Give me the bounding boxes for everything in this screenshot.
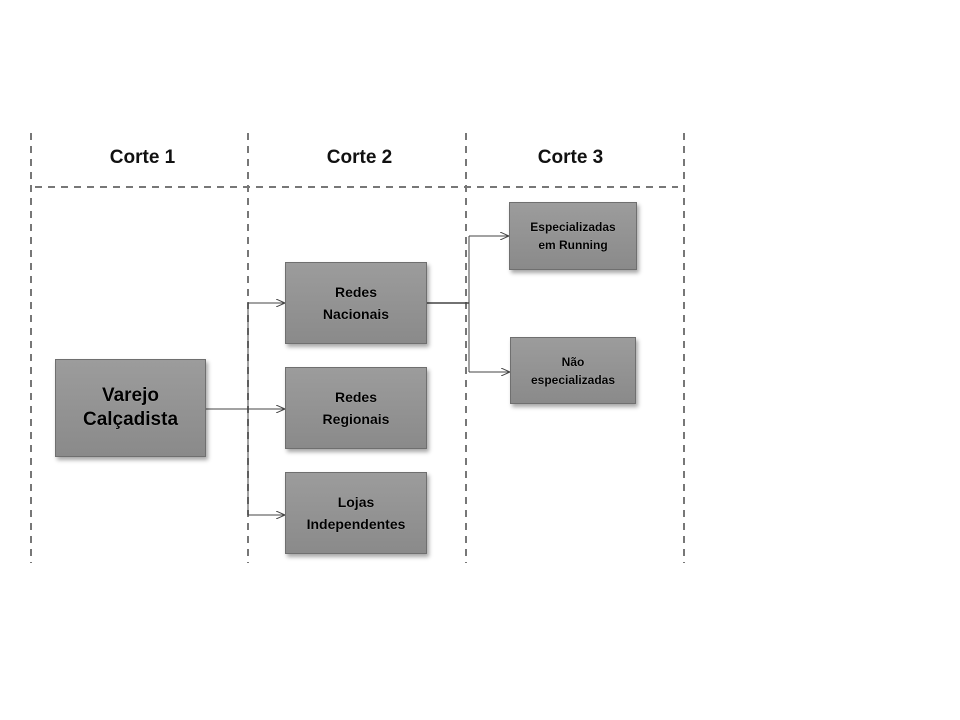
node-especializadas-em-running: Especializadas em Running bbox=[509, 202, 637, 270]
node-varejo-calcadista-label: Varejo Calçadista bbox=[82, 385, 179, 430]
node-redes-regionais: Redes Regionais bbox=[285, 367, 427, 449]
node-redes-nacionais: Redes Nacionais bbox=[285, 262, 427, 344]
node-lojas-independentes: Lojas Independentes bbox=[285, 472, 427, 554]
node-especializadas-em-running-label: Especializadas em Running bbox=[530, 220, 616, 252]
node-lojas-independentes-label: Lojas Independentes bbox=[306, 494, 406, 532]
node-redes-regionais-label: Redes Regionais bbox=[322, 389, 390, 427]
node-redes-nacionais-label: Redes Nacionais bbox=[322, 284, 390, 322]
node-varejo-calcadista: Varejo Calçadista bbox=[55, 359, 206, 457]
column-header-corte-3: Corte 3 bbox=[537, 147, 604, 168]
node-nao-especializadas: Não especializadas bbox=[510, 337, 636, 404]
column-header-corte-2: Corte 2 bbox=[326, 147, 393, 168]
column-header-corte-1: Corte 1 bbox=[109, 147, 176, 168]
node-nao-especializadas-label: Não especializadas bbox=[530, 354, 616, 387]
